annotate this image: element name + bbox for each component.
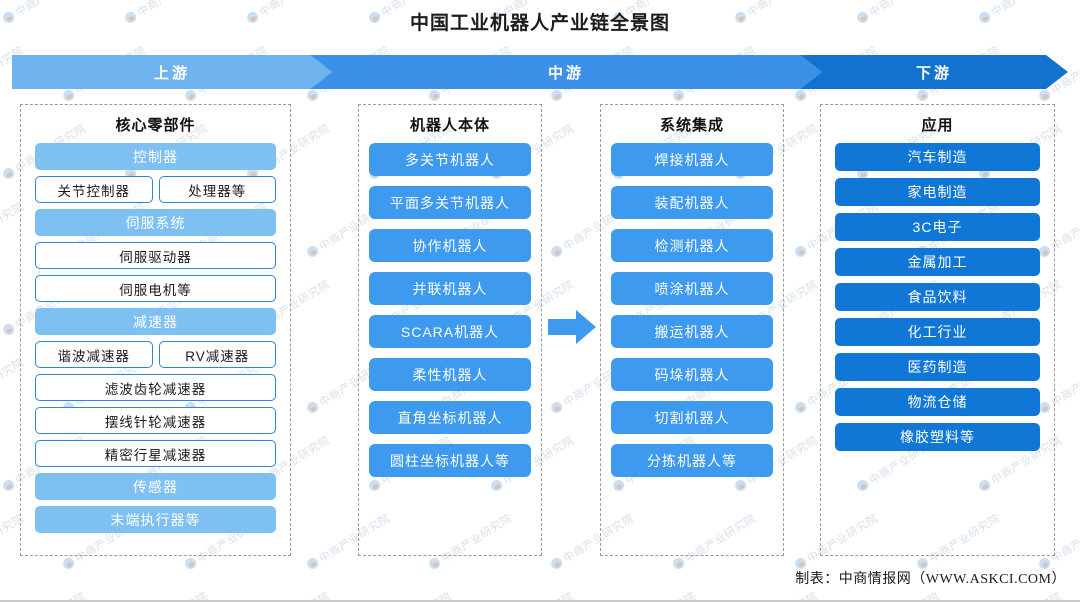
robot-body-list: 多关节机器人平面多关节机器人协作机器人并联机器人 SCARA机器人柔性机器人直角坐… xyxy=(359,143,541,477)
page-title: 中国工业机器人产业链全景图 xyxy=(409,13,670,34)
banner-label-downstream: 下游 xyxy=(915,65,952,82)
watermark-text: 中商产业研究院 xyxy=(366,588,455,600)
group-title-application: 应用 xyxy=(921,118,954,134)
core-category[interactable]: 控制器 xyxy=(35,143,276,170)
group-application: 应用 汽车制造家电制造 3C电子金属加工食品饮料化工行业医药制造物流仓储橡胶塑料等 xyxy=(820,104,1055,556)
application-list: 汽车制造家电制造 3C电子金属加工食品饮料化工行业医药制造物流仓储橡胶塑料等 xyxy=(821,143,1054,451)
core-subitem[interactable]: RV减速器 xyxy=(158,341,276,368)
application-item[interactable]: 食品饮料 xyxy=(835,283,1040,311)
core-subitem[interactable]: 伺服电机等 xyxy=(35,275,276,302)
watermark-logo-icon xyxy=(671,555,687,572)
watermark-text: 中商产业研究院 xyxy=(854,588,943,600)
watermark-logo-icon xyxy=(305,243,321,260)
system-integration-item[interactable]: 分拣机器人等 xyxy=(611,444,773,477)
robot-body-item[interactable]: 多关节机器人 xyxy=(369,143,531,176)
banner-segment-midstream: 中游 xyxy=(310,55,822,89)
system-integration-item[interactable]: 装配机器人 xyxy=(611,186,773,219)
core-category[interactable]: 传感器 xyxy=(35,473,276,500)
watermark-text: 中商产业研究院 xyxy=(0,588,89,600)
application-item[interactable]: 3C电子 xyxy=(835,213,1040,241)
system-integration-item[interactable]: 切割机器人 xyxy=(611,401,773,434)
watermark-logo-icon xyxy=(305,87,321,104)
watermark-text: 中商产业研究院 xyxy=(976,588,1065,600)
group-title-body: 机器人本体 xyxy=(409,118,490,134)
group-system-integration: 系统集成 焊接机器人装配机器人检测机器人喷涂机器人搬运机器人码垛机器人切割机器人… xyxy=(600,104,784,556)
system-integration-item[interactable]: 码垛机器人 xyxy=(611,358,773,391)
robot-body-item[interactable]: SCARA机器人 xyxy=(369,315,531,348)
source-credit: 制表：中商情报网（WWW.ASKCI.COM） xyxy=(795,572,1066,587)
watermark-text: 中商产业研究院 xyxy=(122,588,211,600)
group-core-components: 核心零部件 控制器关节控制器处理器等伺服系统伺服驱动器伺服电机等减速器谐波减速器… xyxy=(20,104,291,556)
watermark-logo-icon xyxy=(427,555,443,572)
flow-arrow-head xyxy=(576,310,596,344)
core-item-pair: 关节控制器处理器等 xyxy=(35,176,276,203)
application-item[interactable]: 汽车制造 xyxy=(835,143,1040,171)
watermark-logo-icon xyxy=(549,87,565,104)
flow-arrow-shaft xyxy=(548,319,578,335)
watermark-logo-icon xyxy=(793,399,809,416)
application-item[interactable]: 物流仓储 xyxy=(835,388,1040,416)
robot-body-item[interactable]: 圆柱坐标机器人等 xyxy=(369,444,531,477)
watermark-text: 中商产业研究院 xyxy=(488,588,577,600)
application-item[interactable]: 家电制造 xyxy=(835,178,1040,206)
application-item[interactable]: 医药制造 xyxy=(835,353,1040,381)
core-subitem[interactable]: 处理器等 xyxy=(158,176,276,203)
watermark-logo-icon xyxy=(1,165,17,182)
watermark-logo-icon xyxy=(183,87,199,104)
watermark-logo-icon xyxy=(305,399,321,416)
watermark-logo-icon xyxy=(793,243,809,260)
watermark-text: 中商产业研究院 xyxy=(732,588,821,600)
application-item[interactable]: 化工行业 xyxy=(835,318,1040,346)
group-title-system: 系统集成 xyxy=(659,118,724,134)
banner-segment-downstream: 下游 xyxy=(800,55,1068,89)
robot-body-item[interactable]: 直角坐标机器人 xyxy=(369,401,531,434)
robot-body-item[interactable]: 平面多关节机器人 xyxy=(369,186,531,219)
core-subitem[interactable]: 摆线针轮减速器 xyxy=(35,407,276,434)
system-integration-item[interactable]: 搬运机器人 xyxy=(611,315,773,348)
group-robot-body: 机器人本体 多关节机器人平面多关节机器人协作机器人并联机器人 SCARA机器人柔性… xyxy=(358,104,542,556)
watermark-logo-icon xyxy=(549,243,565,260)
core-subitem[interactable]: 滤波齿轮减速器 xyxy=(35,374,276,401)
watermark-text: 中商产业研究院 xyxy=(610,588,699,600)
application-item[interactable]: 橡胶塑料等 xyxy=(835,423,1040,451)
core-category[interactable]: 伺服系统 xyxy=(35,209,276,236)
core-category[interactable]: 末端执行器等 xyxy=(35,506,276,533)
core-subitem[interactable]: 伺服驱动器 xyxy=(35,242,276,269)
watermark-logo-icon xyxy=(549,555,565,572)
core-subitem[interactable]: 谐波减速器 xyxy=(35,341,153,368)
core-subitem[interactable]: 关节控制器 xyxy=(35,176,153,203)
banner-label-midstream: 中游 xyxy=(547,65,584,82)
watermark-logo-icon xyxy=(427,87,443,104)
watermark-logo-icon xyxy=(61,87,77,104)
robot-body-item[interactable]: 协作机器人 xyxy=(369,229,531,262)
watermark-logo-icon xyxy=(549,399,565,416)
watermark-logo-icon xyxy=(183,555,199,572)
watermark-text: 中商产业研究院 xyxy=(244,588,333,600)
system-integration-item[interactable]: 检测机器人 xyxy=(611,229,773,262)
watermark-logo-icon xyxy=(915,87,931,104)
value-chain-banner: 上游 中游 下游 xyxy=(12,55,1068,89)
system-integration-item[interactable]: 喷涂机器人 xyxy=(611,272,773,305)
watermark-logo-icon xyxy=(1,477,17,494)
core-subitem[interactable]: 精密行星减速器 xyxy=(35,440,276,467)
robot-body-item[interactable]: 柔性机器人 xyxy=(369,358,531,391)
watermark-logo-icon xyxy=(1037,87,1053,104)
watermark-logo-icon xyxy=(1,321,17,338)
application-item[interactable]: 金属加工 xyxy=(835,248,1040,276)
group-title-core: 核心零部件 xyxy=(115,118,196,134)
watermark-logo-icon xyxy=(793,87,809,104)
watermark-logo-icon xyxy=(671,87,687,104)
robot-body-item[interactable]: 并联机器人 xyxy=(369,272,531,305)
system-integration-item[interactable]: 焊接机器人 xyxy=(611,143,773,176)
banner-segment-upstream: 上游 xyxy=(12,55,332,89)
core-category[interactable]: 减速器 xyxy=(35,308,276,335)
flow-arrow-icon xyxy=(548,310,596,344)
system-integration-list: 焊接机器人装配机器人检测机器人喷涂机器人搬运机器人码垛机器人切割机器人分拣机器人… xyxy=(601,143,783,477)
watermark-logo-icon xyxy=(305,555,321,572)
watermark-logo-icon xyxy=(61,555,77,572)
banner-label-upstream: 上游 xyxy=(153,65,190,82)
